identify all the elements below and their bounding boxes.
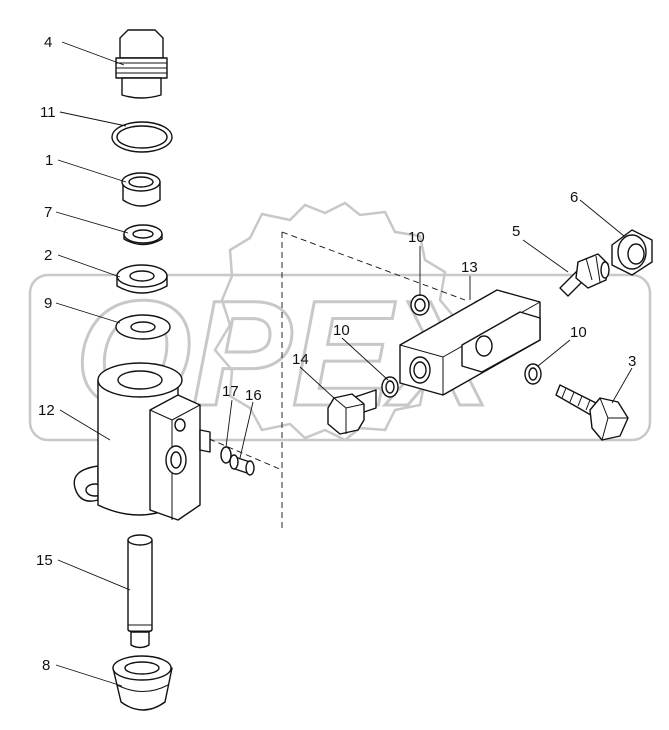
- callout-6: 6: [570, 189, 578, 206]
- callout-4: 4: [44, 34, 52, 51]
- part-7-washer: [123, 224, 163, 246]
- callout-10-top: 10: [408, 229, 425, 246]
- part-11-o-ring: [111, 121, 173, 153]
- callout-labels: 4 11 1 7 2 9 12 15 8 17 16 14 10 10 13 5…: [36, 34, 636, 674]
- callout-9: 9: [44, 295, 52, 312]
- leader-lines: [55, 41, 633, 687]
- part-14-bolt: [327, 389, 377, 435]
- callout-8: 8: [42, 657, 50, 674]
- part-12-valve-body: [73, 362, 211, 521]
- part-1-sleeve: [121, 172, 161, 207]
- callout-7: 7: [44, 204, 52, 221]
- part-2-seat: [116, 264, 168, 294]
- callout-10-left: 10: [333, 322, 350, 339]
- part-8-cap: [112, 655, 173, 711]
- callout-14: 14: [292, 351, 309, 368]
- part-15-pin: [127, 534, 153, 649]
- callout-16: 16: [245, 387, 262, 404]
- part-5-nipple: [559, 253, 610, 297]
- part-16-small-plug: [229, 454, 255, 476]
- part-9-gasket: [115, 314, 171, 340]
- callout-5: 5: [512, 223, 520, 240]
- dash-upper: [281, 231, 466, 301]
- part-6-cap-nut: [611, 229, 653, 276]
- part-10-washers: [381, 294, 542, 398]
- callout-3: 3: [628, 353, 636, 370]
- callout-15: 15: [36, 552, 53, 569]
- callout-17: 17: [222, 383, 239, 400]
- callout-1: 1: [45, 152, 53, 169]
- part-4-plug: [115, 29, 168, 99]
- part-3-bolt: [555, 384, 629, 441]
- watermark-frame: [28, 273, 652, 442]
- callout-10-right: 10: [570, 324, 587, 341]
- callout-12: 12: [38, 402, 55, 419]
- callout-2: 2: [44, 247, 52, 264]
- part-13-block: [399, 289, 541, 396]
- callout-11: 11: [40, 104, 56, 121]
- callout-13: 13: [461, 259, 478, 276]
